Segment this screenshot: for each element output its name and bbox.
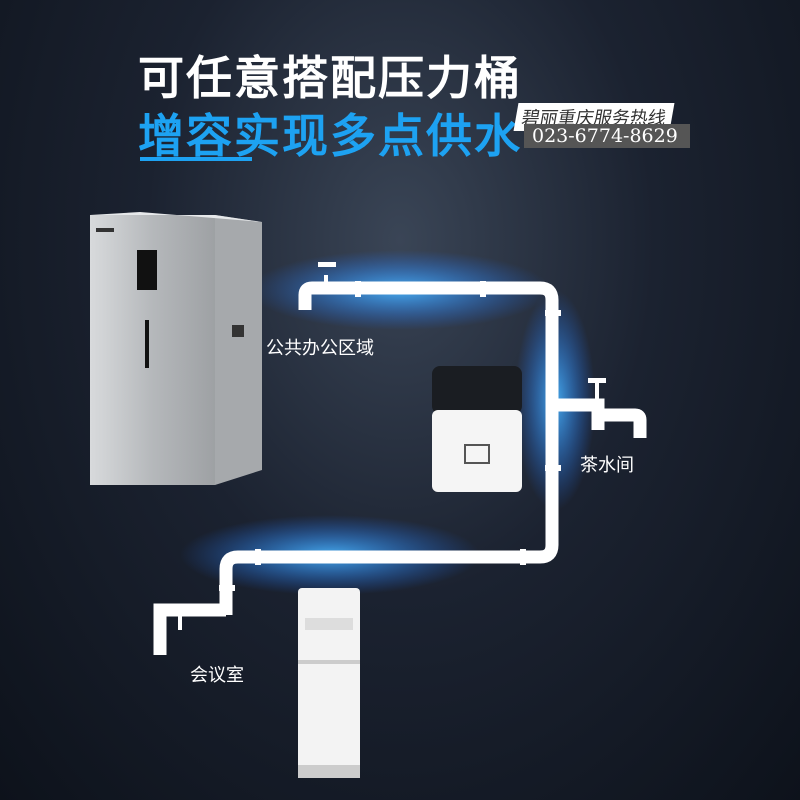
label-office: 公共办公区域 [266, 338, 374, 359]
tap-icon-meeting [172, 606, 190, 611]
headline-line2: 增容实现多点供水 [138, 109, 522, 163]
floor-dispenser [298, 588, 360, 778]
label-meeting-room: 会议室 [190, 665, 244, 686]
tap-icon-tea [596, 408, 647, 438]
label-tea-room: 茶水间 [580, 455, 634, 476]
pipe-branch [552, 398, 605, 430]
wall-dispenser [432, 366, 522, 492]
title-underline [140, 157, 252, 161]
headline-line1: 可任意搭配压力桶 [138, 51, 522, 105]
hotline-phone: 023-6774-8629 [524, 124, 690, 148]
tap-icon-office [318, 262, 336, 267]
water-purifier-unit [90, 212, 262, 485]
water-pipe [219, 281, 559, 615]
pipe-branch-bottom [153, 603, 226, 655]
